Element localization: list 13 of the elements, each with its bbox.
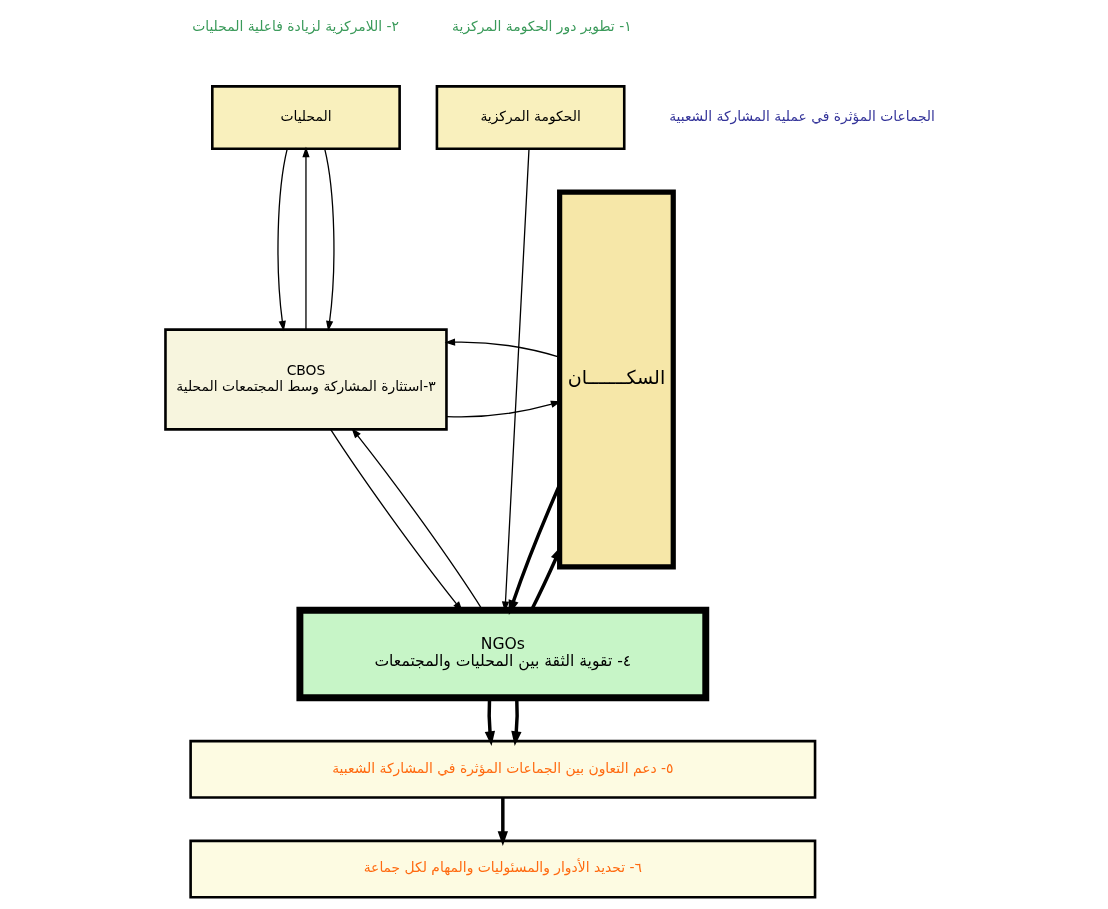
arrow (444, 338, 561, 358)
arrow (277, 148, 288, 332)
label: الجماعات المؤثرة في عملية المشاركة الشعبية (669, 107, 935, 124)
arrow (497, 797, 508, 847)
arrow (302, 146, 310, 331)
node-box: ٥- دعم التعاون بين الجماعات المؤثرة في المشاركة الشعبية (189, 739, 817, 799)
node-box: ٦- تحديد الأدوار والمسئوليات والمهام لكل جماعة (189, 839, 817, 899)
label: ١- تطوير دور الحكومة المركزية (452, 17, 632, 34)
node-box: السكـــــــان (557, 189, 676, 570)
label: ٢- اللامركزية لزيادة فاعلية المحليات (192, 17, 399, 34)
node-box: المحليات (211, 85, 401, 151)
node-box: الحكومة المركزية (435, 85, 626, 151)
arrow (324, 148, 335, 332)
